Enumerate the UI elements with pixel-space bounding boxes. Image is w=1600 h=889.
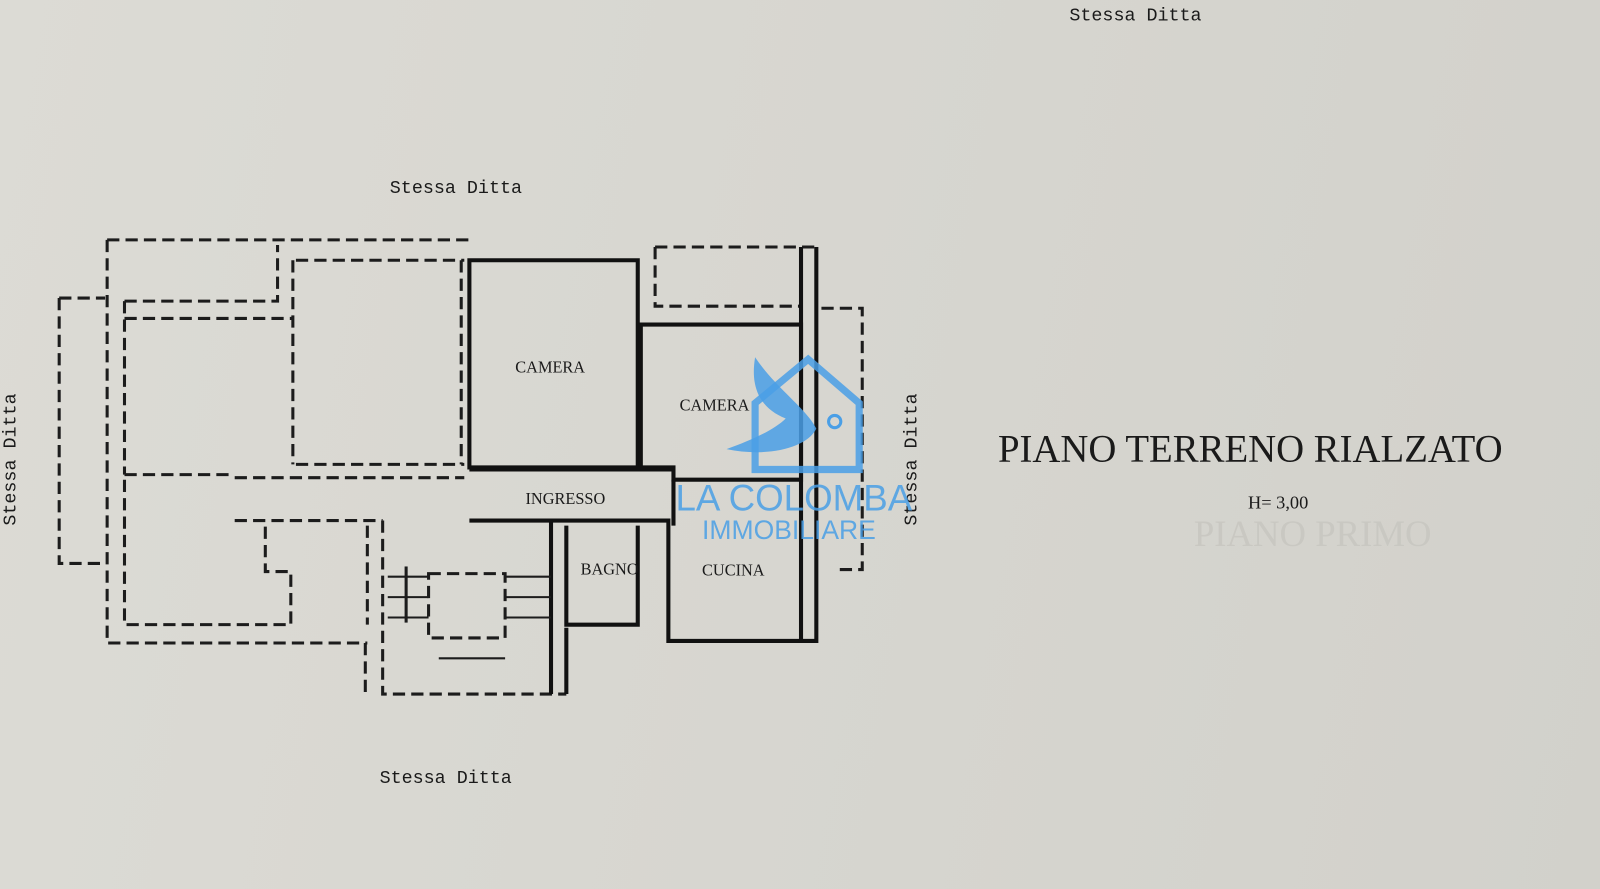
apartment-walls [467, 247, 819, 695]
floor-title: PIANO TERRENO RIALZATO [998, 427, 1503, 470]
neighbor-label-bottom: Stessa Ditta [380, 768, 512, 789]
room-label-cucina: CUCINA [702, 561, 765, 580]
house-icon [751, 354, 863, 474]
room-label-camera: CAMERA [515, 358, 585, 377]
watermark-line2: IMMOBILIARE [702, 515, 876, 545]
room-label-bagno: BAGNO [581, 560, 639, 579]
watermark-logo: LA COLOMBA IMMOBILIARE [676, 354, 913, 545]
ghost-title: PIANO PRIMO [1194, 513, 1432, 554]
dove-icon [726, 357, 817, 453]
neighbor-label-left: Stessa Ditta [0, 393, 21, 525]
watermark-line1: LA COLOMBA [676, 477, 913, 518]
height-note: H= 3,00 [1248, 492, 1308, 512]
neighbor-label-top-right: Stessa Ditta [1069, 5, 1201, 26]
neighbor-label-top: Stessa Ditta [390, 178, 522, 199]
room-label-camera: CAMERA [680, 395, 750, 414]
room-label-ingresso: INGRESSO [526, 489, 606, 508]
staircase [387, 566, 552, 660]
neighbor-walls [57, 238, 864, 696]
neighbor-label-right: Stessa Ditta [901, 393, 922, 525]
key-icon [827, 413, 843, 430]
